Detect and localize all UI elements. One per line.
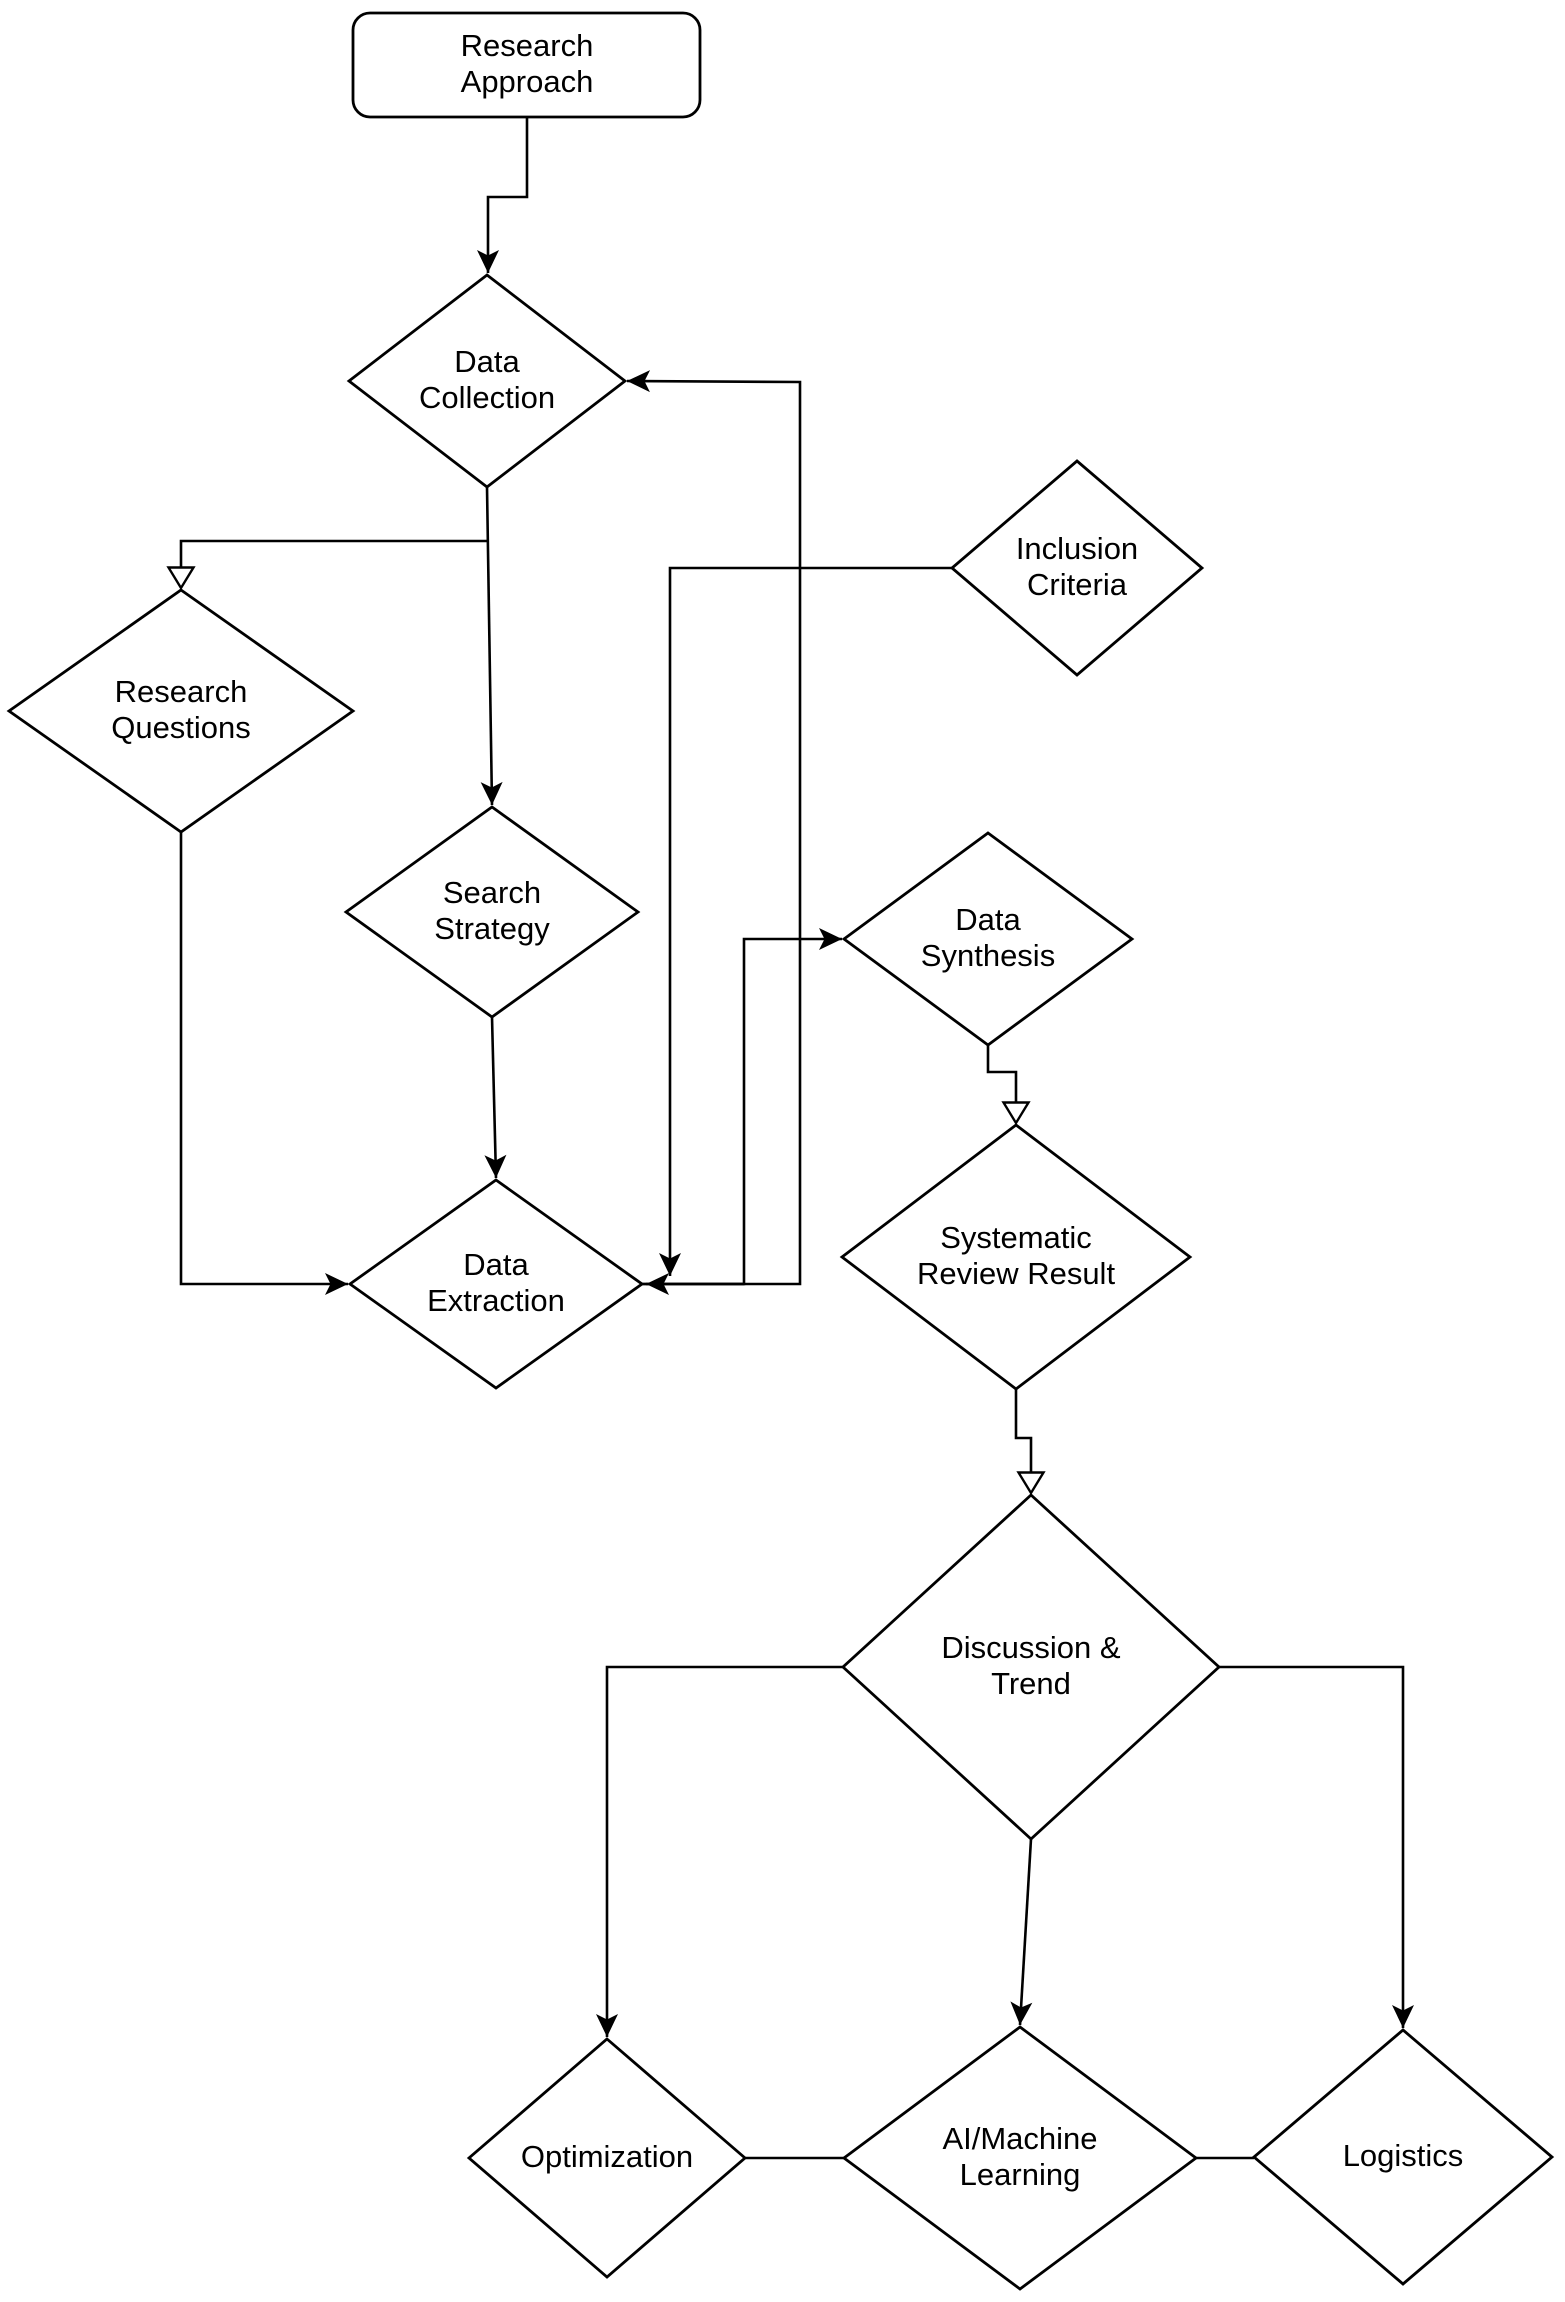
systematic-review-result-shape [839, 1123, 1193, 1391]
discussion-trend-shape [840, 1493, 1222, 1841]
logistics-shape [1251, 2028, 1555, 2286]
research-questions-shape [6, 588, 356, 834]
edge-data-collection-to-research-questions [166, 539, 488, 591]
edge-discussion-trend-to-ai-machine-learning [1010, 1838, 1033, 2026]
edge-systematic-review-result-to-discussion-trend [1014, 1389, 1046, 1496]
research-approach-shape [351, 11, 702, 119]
search-strategy-shape [343, 805, 641, 1019]
data-extraction-shape [347, 1178, 645, 1390]
edge-research-approach-to-data-collection [477, 117, 529, 273]
edge-data-synthesis-to-systematic-review-result [986, 1045, 1031, 1126]
optimization-shape [466, 2037, 748, 2279]
data-synthesis-shape [841, 831, 1135, 1047]
data-collection-shape [346, 273, 628, 489]
edge-discussion-trend-to-logistics [1219, 1665, 1414, 2028]
inclusion-criteria-shape [949, 459, 1205, 677]
edge-data-extraction-to-data-synthesis [642, 928, 842, 1286]
edge-discussion-trend-to-optimization [596, 1665, 843, 2037]
edge-data-extraction-to-data-collection-loop [626, 370, 802, 1286]
ai-machine-learning-shape [841, 2025, 1199, 2291]
edge-data-collection-to-search-strategy [480, 486, 503, 806]
edge-inclusion-criteria-to-data-extraction [659, 566, 952, 1276]
edge-search-strategy-to-data-extraction [484, 1016, 507, 1179]
edge-research-questions-to-data-extraction [179, 832, 348, 1295]
